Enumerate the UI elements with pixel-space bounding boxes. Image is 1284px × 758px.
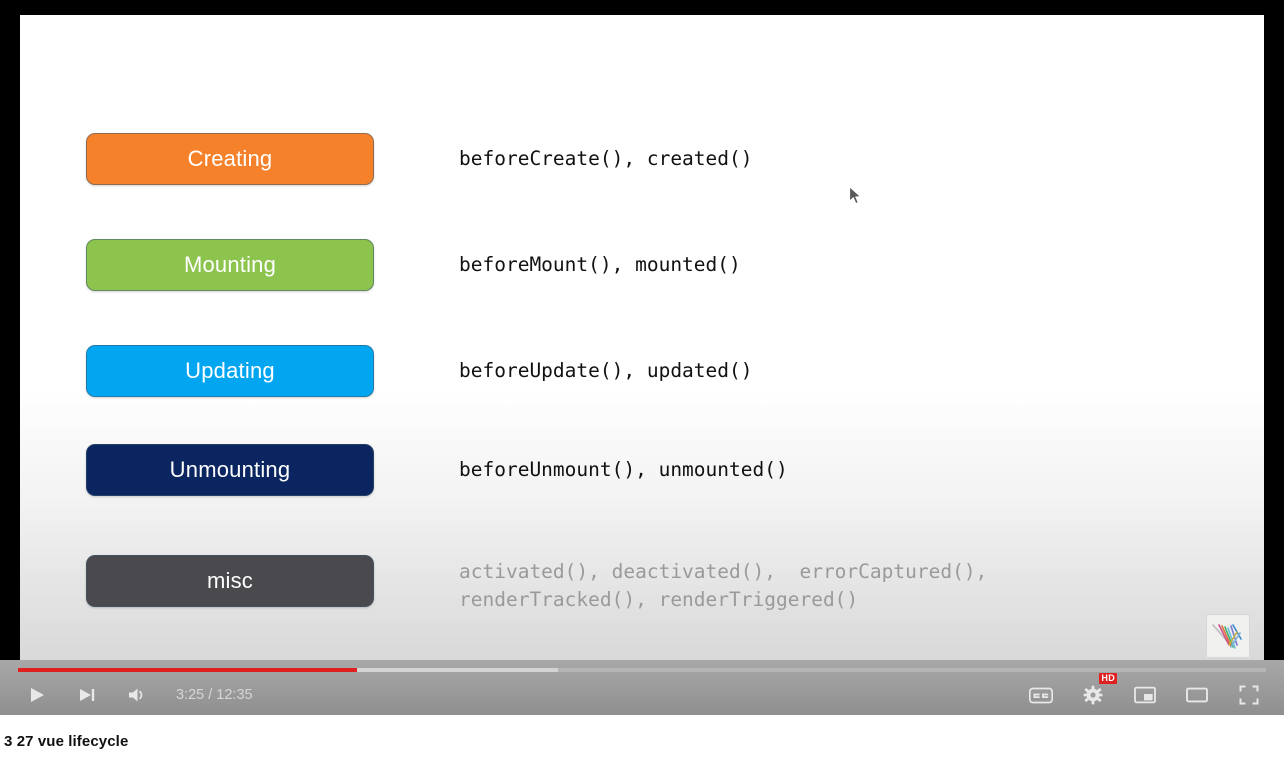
lifecycle-rows: Creating beforeCreate(), created() Mountin… bbox=[20, 15, 1264, 660]
hook-list: beforeMount(), mounted() bbox=[459, 252, 741, 276]
stage-pill: Updating bbox=[86, 345, 374, 397]
hook-list: activated(), deactivated(), errorCapture… bbox=[459, 560, 988, 612]
watermark-graphic bbox=[1212, 624, 1242, 649]
play-icon bbox=[31, 688, 44, 702]
volume-button[interactable] bbox=[124, 682, 150, 708]
progress-bar[interactable] bbox=[18, 668, 1266, 672]
hook-list: beforeUpdate(), updated() bbox=[459, 358, 753, 382]
slide-canvas: Creating beforeCreate(), created() Mountin… bbox=[20, 15, 1264, 660]
cc-icon bbox=[1029, 687, 1053, 703]
stage-label: Unmounting bbox=[169, 457, 291, 482]
stage-label: Mounting bbox=[183, 252, 277, 277]
controls-right: HD bbox=[1028, 673, 1262, 708]
hook-list: beforeCreate(), created() bbox=[459, 146, 753, 170]
player-control-bar[interactable]: 3:25 / 12:35 bbox=[0, 660, 1284, 715]
fullscreen-icon bbox=[1239, 685, 1259, 705]
stage-label: misc bbox=[206, 568, 253, 593]
miniplayer-button[interactable] bbox=[1132, 682, 1158, 708]
lifecycle-row: misc activated(), deactivated(), errorCap… bbox=[20, 555, 1264, 612]
progress-played bbox=[18, 668, 358, 672]
theater-button[interactable] bbox=[1184, 682, 1210, 708]
volume-icon bbox=[129, 688, 143, 702]
lifecycle-row: Unmounting beforeUnmount(), unmounted() bbox=[20, 444, 1264, 498]
controls-left: 3:25 / 12:35 bbox=[24, 682, 253, 708]
stage-pill: Mounting bbox=[86, 239, 374, 291]
gear-icon bbox=[1083, 685, 1103, 705]
captions-button[interactable] bbox=[1028, 682, 1054, 708]
settings-button[interactable]: HD bbox=[1080, 673, 1117, 708]
page-title: 3 27 vue lifecycle bbox=[4, 733, 129, 750]
stage-pill: Unmounting bbox=[86, 444, 374, 496]
stage-label: Creating bbox=[187, 146, 273, 171]
hook-list: beforeUnmount(), unmounted() bbox=[459, 457, 788, 481]
hd-badge: HD bbox=[1099, 673, 1117, 684]
time-display: 3:25 / 12:35 bbox=[176, 687, 253, 703]
play-button[interactable] bbox=[24, 682, 50, 708]
next-button[interactable] bbox=[74, 682, 100, 708]
stage-pill: Creating bbox=[86, 133, 374, 185]
channel-watermark[interactable] bbox=[1206, 614, 1250, 658]
stage-pill: misc bbox=[86, 555, 374, 607]
lifecycle-row: Creating beforeCreate(), created() bbox=[20, 133, 1264, 187]
lifecycle-row: Mounting beforeMount(), mounted() bbox=[20, 239, 1264, 293]
theater-icon bbox=[1186, 687, 1208, 703]
fullscreen-button[interactable] bbox=[1236, 682, 1262, 708]
stage-label: Updating bbox=[185, 358, 275, 383]
lifecycle-row: Updating beforeUpdate(), updated() bbox=[20, 345, 1264, 399]
next-track-icon bbox=[80, 689, 95, 701]
miniplayer-icon bbox=[1134, 686, 1156, 704]
video-player[interactable]: Creating beforeCreate(), created() Mountin… bbox=[0, 0, 1284, 715]
